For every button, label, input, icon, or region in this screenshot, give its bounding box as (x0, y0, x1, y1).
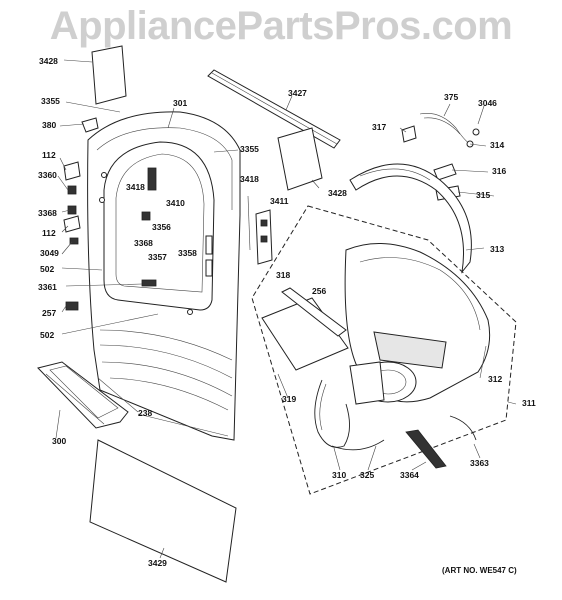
callout-316: 316 (492, 166, 507, 176)
callout-375: 375 (444, 92, 459, 102)
drum-seal-ring (349, 163, 472, 274)
cable (331, 439, 385, 451)
callout-380: 380 (42, 120, 57, 130)
trim-strip (207, 69, 341, 149)
callout-3429: 3429 (148, 558, 167, 568)
callout-3418-right: 3418 (240, 174, 259, 184)
callout-325: 325 (360, 470, 375, 480)
insulation-panel-top (91, 45, 127, 105)
callout-257: 257 (42, 308, 57, 318)
callout-3428-right: 3428 (328, 188, 347, 198)
seal (314, 379, 350, 448)
callout-502-bottom: 502 (40, 330, 55, 340)
callout-315: 315 (476, 190, 491, 200)
leader-lines (55, 59, 517, 559)
callout-3368-center: 3368 (134, 238, 153, 248)
callout-3355-right: 3355 (240, 144, 259, 154)
callout-256: 256 (312, 286, 327, 296)
callout-502-top: 502 (40, 264, 55, 274)
callout-319: 319 (282, 394, 297, 404)
callout-310: 310 (332, 470, 347, 480)
callout-3358: 3358 (178, 248, 197, 258)
screw-3418 (247, 195, 251, 251)
callout-3428-top: 3428 (39, 56, 58, 66)
callout-3355-left: 3355 (41, 96, 60, 106)
callout-112-top: 112 (42, 150, 56, 160)
callout-3364: 3364 (400, 470, 419, 480)
callout-3361: 3361 (38, 282, 57, 292)
callout-312: 312 (488, 374, 503, 384)
callout-112-bottom: 112 (42, 228, 56, 238)
callout-3368-left: 3368 (38, 208, 57, 218)
switch-board (255, 209, 273, 265)
callout-3410: 3410 (166, 198, 185, 208)
callout-317: 317 (372, 122, 387, 132)
assembly-outline (251, 205, 517, 495)
toe-kick-assembly (37, 361, 129, 429)
lower-access-panel (89, 439, 237, 583)
lint-duct-plate (261, 287, 349, 371)
wire-3363 (449, 415, 477, 441)
callout-318: 318 (276, 270, 291, 280)
art-number: (ART NO. WE547 C) (442, 566, 517, 575)
callout-313: 313 (490, 244, 505, 254)
watermark: AppliancePartsPros.com (49, 4, 513, 48)
callout-3363: 3363 (470, 458, 489, 468)
callout-3411: 3411 (270, 196, 289, 206)
callout-300: 300 (52, 436, 67, 446)
callout-3427: 3427 (288, 88, 307, 98)
hinge-bracket (81, 117, 99, 133)
front-panel (87, 111, 241, 441)
callout-3357: 3357 (148, 252, 167, 262)
insulation-panel-right (277, 127, 323, 191)
callout-311: 311 (522, 398, 536, 408)
thermostat-parts (401, 113, 480, 148)
callout-314: 314 (490, 140, 505, 150)
callout-238: 238 (138, 408, 153, 418)
moisture-sensor (405, 429, 447, 469)
duct-assembly (344, 242, 491, 405)
callout-301: 301 (173, 98, 188, 108)
callout-3360: 3360 (38, 170, 57, 180)
callout-3418-center: 3418 (126, 182, 145, 192)
callout-3046: 3046 (478, 98, 497, 108)
callout-3049: 3049 (40, 248, 59, 258)
left-small-parts (63, 161, 81, 245)
callout-3356: 3356 (152, 222, 171, 232)
